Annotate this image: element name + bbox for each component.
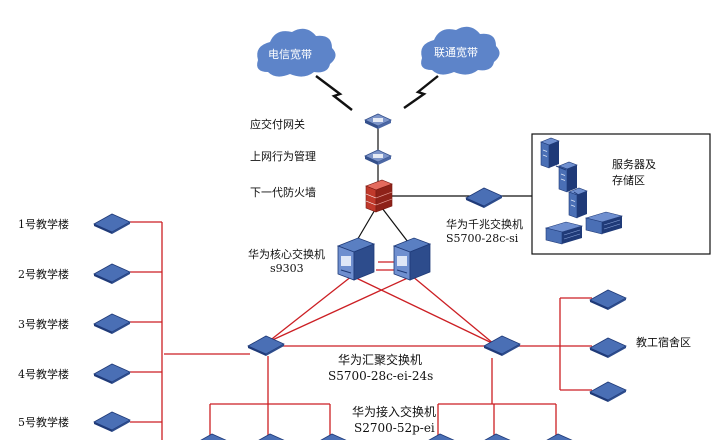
dorm-switch-icon bbox=[589, 289, 627, 310]
gigabit-switch-label-model: S5700-28c-si bbox=[446, 232, 519, 245]
access-switch-icon bbox=[477, 433, 515, 440]
core-switch-icon-left bbox=[337, 237, 375, 281]
access-switch-icon bbox=[313, 433, 351, 440]
gigabit-switch-icon bbox=[465, 187, 503, 208]
dorm-switch-icon bbox=[589, 381, 627, 402]
building-5: 5号教学楼 bbox=[18, 411, 131, 432]
building-3: 3号教学楼 bbox=[18, 313, 131, 334]
building-2: 2号教学楼 bbox=[18, 263, 131, 284]
red-links bbox=[130, 221, 592, 440]
access-switch-icon bbox=[539, 433, 577, 440]
cloud-telecom-label: 电信宽带 bbox=[268, 47, 312, 61]
aggregation-switch-icon-left bbox=[247, 335, 285, 356]
gigabit-switch-label-name: 华为千兆交换机 bbox=[446, 217, 523, 231]
server-icon bbox=[568, 187, 588, 219]
cloud-unicom-label: 联通宽带 bbox=[434, 45, 478, 59]
server-area-label-2: 存储区 bbox=[612, 173, 645, 187]
lightning-icon-unicom bbox=[403, 75, 439, 109]
building-switch-icon bbox=[93, 263, 131, 284]
behavior-device-icon bbox=[364, 149, 392, 166]
cloud-unicom: 联通宽带 bbox=[421, 26, 500, 75]
building-label: 4号教学楼 bbox=[18, 367, 69, 381]
dorm-switch-icon bbox=[589, 337, 627, 358]
building-label: 1号教学楼 bbox=[18, 217, 69, 231]
server-area: 服务器及 存储区 bbox=[531, 133, 711, 255]
lightning-icon-telecom bbox=[315, 75, 353, 111]
access-switch-icon bbox=[251, 433, 289, 440]
dorm-label: 教工宿舍区 bbox=[636, 335, 691, 349]
aggregation-switch-icon-right bbox=[483, 335, 521, 356]
firewall-label: 下一代防火墙 bbox=[250, 185, 316, 199]
server-icon bbox=[540, 137, 560, 169]
aggregation-switch-label-model: S5700-28c-ei-24s bbox=[328, 369, 433, 383]
building-label: 2号教学楼 bbox=[18, 267, 69, 281]
building-label: 5号教学楼 bbox=[18, 415, 69, 429]
access-switch-icon bbox=[193, 433, 231, 440]
access-switch-label-name: 华为接入交换机 bbox=[352, 404, 436, 419]
gateway-label: 应交付网关 bbox=[250, 117, 305, 131]
black-links bbox=[355, 128, 532, 243]
cloud-telecom: 电信宽带 bbox=[257, 28, 336, 77]
building-switch-icon bbox=[93, 411, 131, 432]
building-1: 1号教学楼 bbox=[18, 213, 131, 234]
access-switch-label-model: S2700-52p-ei bbox=[354, 421, 435, 435]
behavior-label: 上网行为管理 bbox=[250, 149, 316, 163]
aggregation-switch-label-name: 华为汇聚交换机 bbox=[338, 352, 422, 367]
server-area-label-1: 服务器及 bbox=[612, 158, 656, 171]
link-firewall-core-left bbox=[355, 207, 377, 243]
core-switch-label-model: s9303 bbox=[270, 262, 304, 275]
building-4: 4号教学楼 bbox=[18, 363, 131, 384]
gateway-device-icon bbox=[364, 113, 392, 130]
firewall-icon bbox=[365, 179, 393, 213]
server-icon bbox=[558, 161, 578, 193]
building-switch-icon bbox=[93, 213, 131, 234]
building-switch-icon bbox=[93, 313, 131, 334]
core-switch-label-name: 华为核心交换机 bbox=[248, 247, 325, 261]
core-switch-icon-right bbox=[393, 237, 431, 281]
link-firewall-core-right bbox=[381, 207, 409, 243]
building-switch-icon bbox=[93, 363, 131, 384]
building-label: 3号教学楼 bbox=[18, 317, 69, 331]
